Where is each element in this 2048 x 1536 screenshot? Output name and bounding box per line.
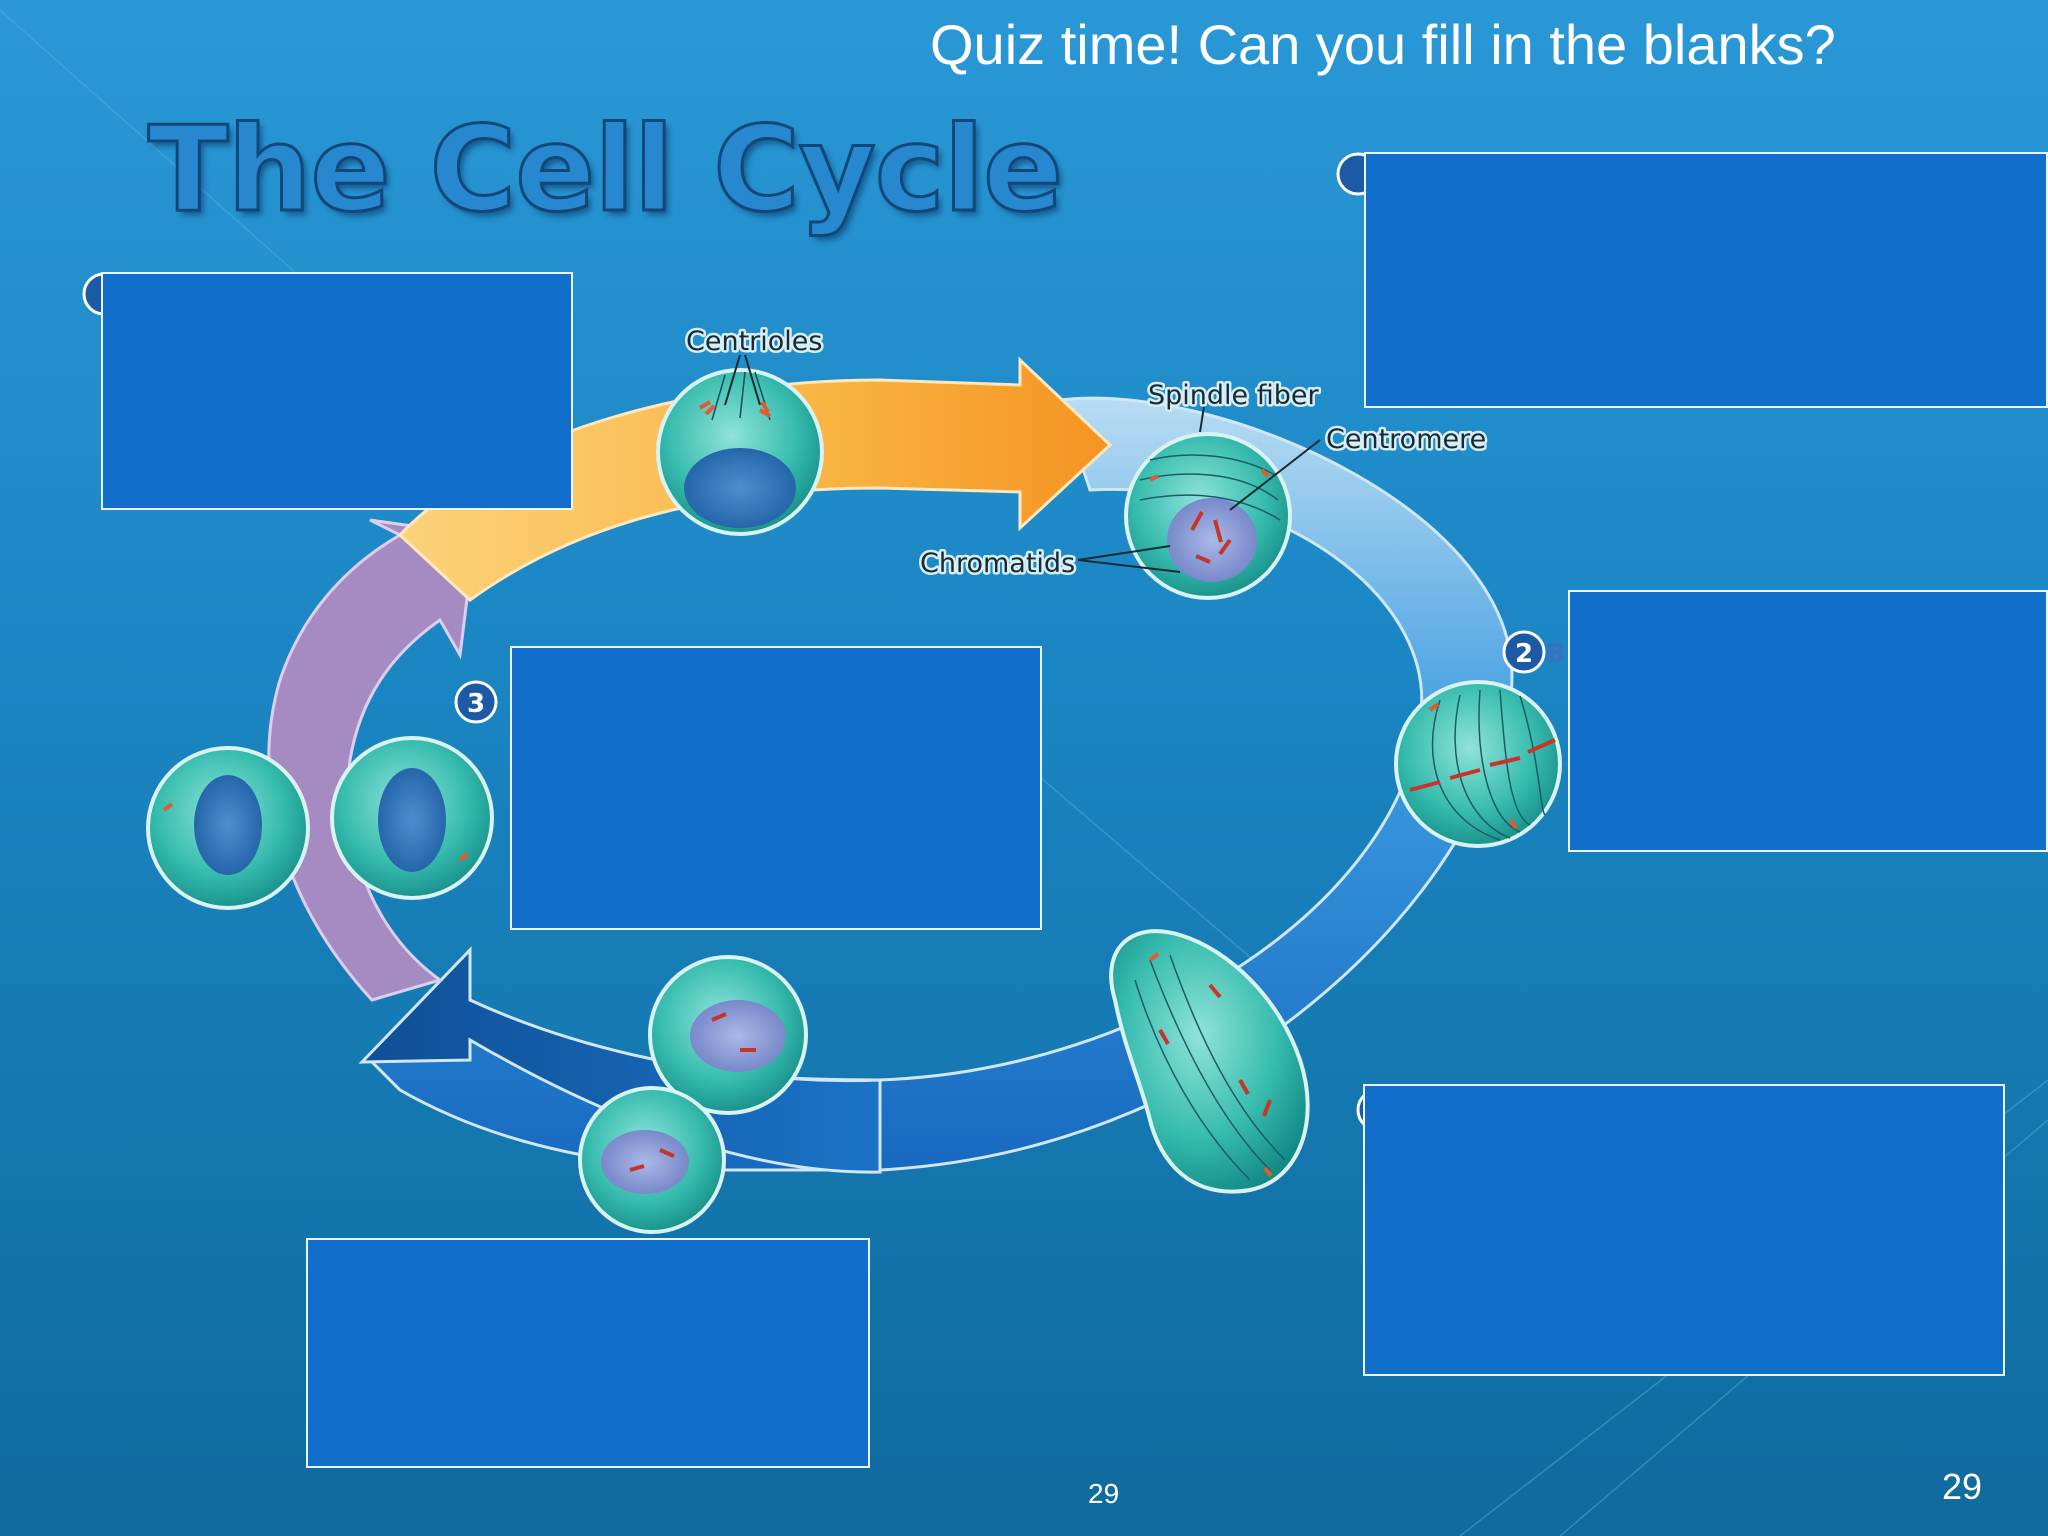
daughter-cells xyxy=(146,736,494,910)
centrioles-label: Centrioles xyxy=(686,326,822,357)
chromatids-label: Chromatids xyxy=(920,548,1075,579)
answer-blank-center[interactable] xyxy=(510,646,1042,930)
anaphase-cell xyxy=(1109,929,1310,1194)
answer-blank-bottom-left[interactable] xyxy=(306,1238,870,1468)
svg-text:3: 3 xyxy=(467,689,485,719)
stage-3-badge: 3 xyxy=(454,680,498,724)
telophase-cell xyxy=(578,955,808,1234)
interphase-cell xyxy=(656,368,824,536)
stage-2b-badge: 2 B xyxy=(1502,630,1566,674)
svg-text:Centrioles: Centrioles xyxy=(686,326,822,357)
prophase-cell xyxy=(1124,432,1292,600)
answer-blank-bottom-right[interactable] xyxy=(1363,1084,2005,1376)
svg-text:Centromere: Centromere xyxy=(1326,424,1486,455)
metaphase-cell xyxy=(1394,680,1562,848)
answer-blank-top-left[interactable] xyxy=(101,272,573,510)
svg-text:2: 2 xyxy=(1515,639,1533,669)
slide-number: 29 xyxy=(1941,1466,1982,1507)
quiz-heading: Quiz time! Can you fill in the blanks? xyxy=(930,13,1836,76)
svg-text:B: B xyxy=(1546,639,1566,669)
centromere-label: Centromere xyxy=(1326,424,1486,455)
answer-blank-right[interactable] xyxy=(1568,590,2048,852)
svg-text:Spindle fiber: Spindle fiber xyxy=(1148,380,1319,411)
slide-number-center: 29 xyxy=(1088,1478,1120,1509)
spindle-fiber-label: Spindle fiber xyxy=(1148,380,1319,411)
svg-text:Chromatids: Chromatids xyxy=(920,548,1075,579)
page-title: The Cell Cycle xyxy=(146,99,1064,240)
answer-blank-top-right[interactable] xyxy=(1364,152,2048,408)
label-leaders xyxy=(724,354,1321,573)
